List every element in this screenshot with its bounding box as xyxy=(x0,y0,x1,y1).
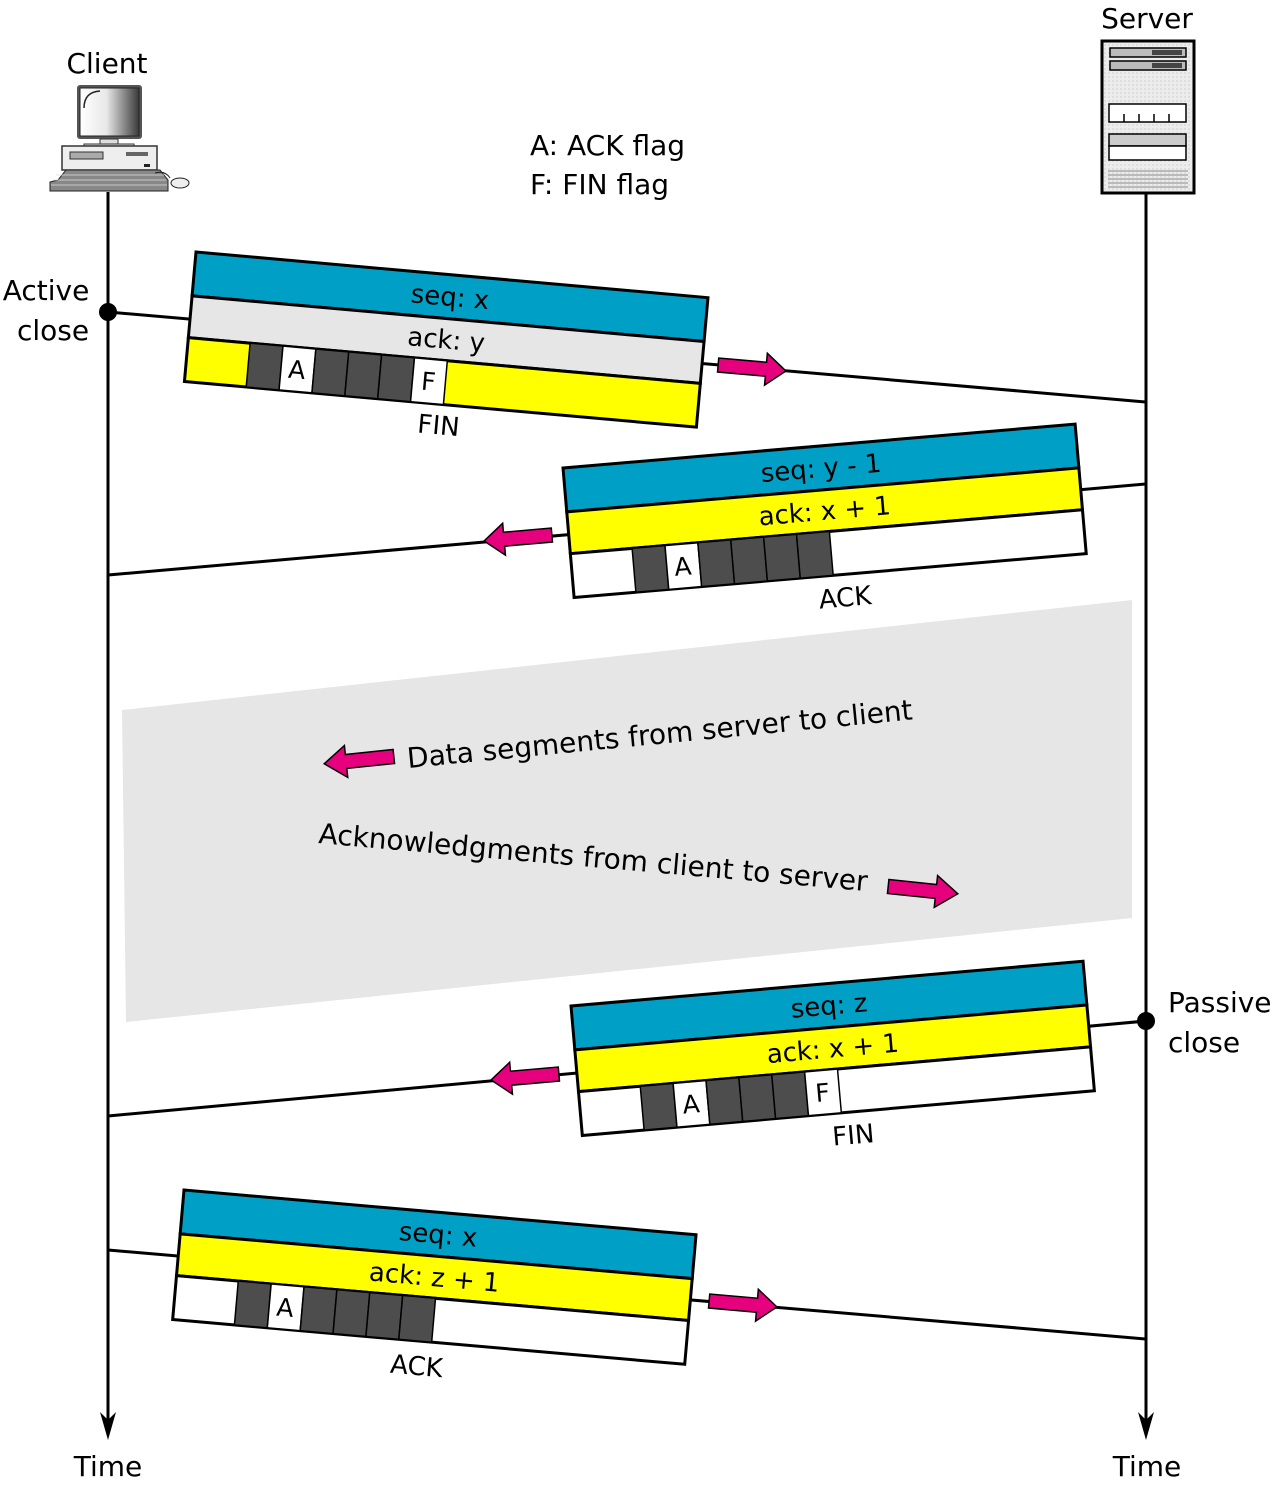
ack2-arrow-icon xyxy=(707,1287,779,1323)
ack-direction-arrow-icon xyxy=(886,874,960,909)
segment-caption: ACK xyxy=(818,581,874,615)
half-close-region xyxy=(122,600,1132,1022)
flag-a: A xyxy=(681,1089,701,1119)
segment-fin-client: A F seq: x ack: y FIN xyxy=(182,250,710,443)
legend-ack-flag: A: ACK flag xyxy=(530,129,685,162)
flag-a: A xyxy=(287,355,307,385)
segment-fin-server: A F seq: z ack: x + 1 FIN xyxy=(569,959,1096,1153)
active-close-label-line2: close xyxy=(17,314,89,347)
flag-f: F xyxy=(814,1078,831,1108)
flag-legend: A: ACK flag F: FIN flag xyxy=(530,129,685,201)
ack1-arrow-icon xyxy=(482,521,554,557)
flag-bits: A F xyxy=(245,342,449,406)
client-time-label: Time xyxy=(73,1450,143,1483)
flag-f: F xyxy=(420,367,437,397)
segment-caption: ACK xyxy=(389,1350,445,1385)
seq-field: seq: x xyxy=(410,279,491,316)
segment-caption: FIN xyxy=(831,1119,876,1153)
active-close-dot xyxy=(99,303,117,321)
client-time-arrowhead-icon xyxy=(100,1412,116,1440)
fin2-arrow-icon xyxy=(489,1060,561,1096)
ack-field: ack: y xyxy=(406,322,486,359)
server-time-arrowhead-icon xyxy=(1138,1412,1154,1440)
flag-bits: A F xyxy=(639,1068,843,1131)
client-timeline xyxy=(100,192,116,1440)
segment-ack-server: A seq: y - 1 ack: x + 1 ACK xyxy=(561,422,1088,616)
segment-ack-client: A seq: x ack: z + 1 ACK xyxy=(171,1188,698,1385)
server-label: Server xyxy=(1101,2,1193,35)
flag-bits: A xyxy=(233,1280,437,1343)
flag-bits: A xyxy=(631,530,834,594)
flag-a: A xyxy=(673,551,693,581)
server-tower-icon xyxy=(1100,39,1196,195)
fin1-arrow-icon xyxy=(716,351,788,387)
passive-close-label-line1: Passive xyxy=(1168,986,1272,1019)
passive-close-label-line2: close xyxy=(1168,1026,1240,1059)
server-timeline xyxy=(1138,192,1154,1440)
passive-close-dot xyxy=(1137,1012,1155,1030)
client-label: Client xyxy=(66,47,147,80)
seq-field: seq: x xyxy=(398,1217,479,1254)
legend-fin-flag: F: FIN flag xyxy=(530,168,669,201)
segment-caption: FIN xyxy=(416,409,461,443)
client-computer-icon xyxy=(49,85,190,192)
server-time-label: Time xyxy=(1112,1450,1182,1483)
flag-a: A xyxy=(275,1293,295,1323)
active-close-label-line1: Active xyxy=(3,274,90,307)
seq-field: seq: z xyxy=(790,988,869,1025)
data-direction-arrow-icon xyxy=(322,744,396,779)
